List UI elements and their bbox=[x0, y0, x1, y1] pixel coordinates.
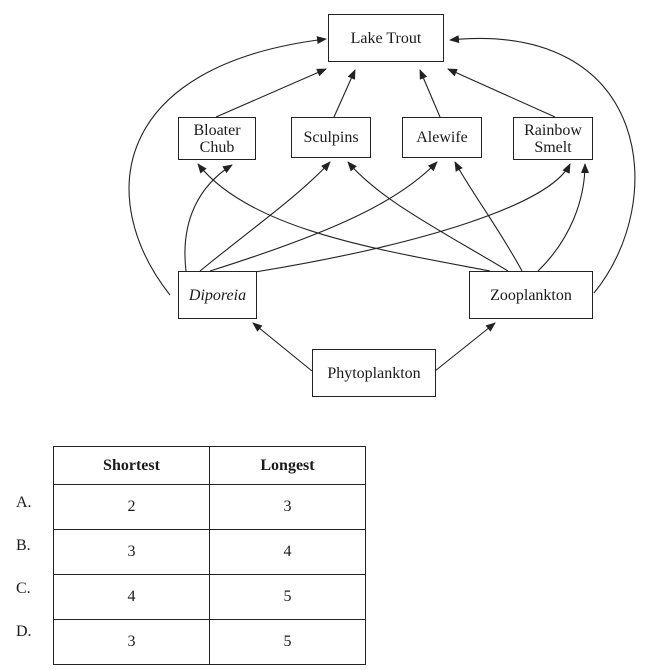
arrow-zooplankton-to-trout bbox=[449, 35, 636, 294]
header-longest: Longest bbox=[209, 446, 366, 485]
arrow-phyto-to-diporeia bbox=[252, 322, 313, 372]
table-row: 2 3 bbox=[53, 484, 366, 530]
cell-shortest: 3 bbox=[53, 529, 210, 575]
arrow-sculpins-to-trout bbox=[333, 69, 356, 118]
node-diporeia: Diporeia bbox=[178, 271, 257, 319]
node-bloater-chub: Bloater Chub bbox=[178, 117, 256, 160]
cell-longest: 4 bbox=[209, 529, 366, 575]
cell-longest: 5 bbox=[209, 619, 366, 665]
cell-longest: 3 bbox=[209, 484, 366, 530]
node-phytoplankton: Phytoplankton bbox=[312, 349, 436, 397]
arrow-zooplankton-to-sculpins bbox=[347, 161, 509, 272]
arrow-diporeia-to-sculpins bbox=[199, 161, 331, 272]
node-zooplankton: Zooplankton bbox=[469, 271, 593, 319]
table-row: 4 5 bbox=[53, 574, 366, 620]
arrow-phyto-to-zooplankton bbox=[434, 322, 496, 372]
arrow-smelt-to-trout bbox=[447, 68, 556, 118]
option-label-a[interactable]: A. bbox=[16, 494, 32, 511]
arrow-diporeia-to-bloater bbox=[184, 164, 233, 272]
option-label-b[interactable]: B. bbox=[16, 537, 31, 554]
answer-table: Shortest Longest 2 3 3 4 4 5 3 5 bbox=[53, 446, 366, 665]
arrow-zooplankton-to-smelt bbox=[537, 163, 589, 272]
option-label-c[interactable]: C. bbox=[16, 580, 31, 597]
node-sculpins: Sculpins bbox=[291, 117, 371, 158]
arrow-diporeia-to-alewife bbox=[209, 161, 438, 272]
table-row: 3 4 bbox=[53, 529, 366, 575]
cell-shortest: 4 bbox=[53, 574, 210, 620]
node-alewife: Alewife bbox=[402, 117, 482, 158]
table-header-row: Shortest Longest bbox=[53, 446, 366, 485]
arrow-zooplankton-to-alewife bbox=[454, 161, 523, 272]
node-rainbow-smelt: Rainbow Smelt bbox=[513, 117, 593, 160]
node-lake-trout: Lake Trout bbox=[328, 14, 444, 62]
arrow-bloater-to-trout bbox=[215, 68, 327, 118]
header-shortest: Shortest bbox=[53, 446, 210, 485]
table-row: 3 5 bbox=[53, 619, 366, 665]
arrow-alewife-to-trout bbox=[419, 69, 441, 118]
option-label-d[interactable]: D. bbox=[16, 623, 32, 640]
arrow-zooplankton-to-bloater bbox=[197, 163, 491, 272]
cell-longest: 5 bbox=[209, 574, 366, 620]
cell-shortest: 3 bbox=[53, 619, 210, 665]
arrow-diporeia-to-trout bbox=[128, 36, 327, 296]
arrow-diporeia-to-smelt bbox=[254, 163, 571, 273]
cell-shortest: 2 bbox=[53, 484, 210, 530]
